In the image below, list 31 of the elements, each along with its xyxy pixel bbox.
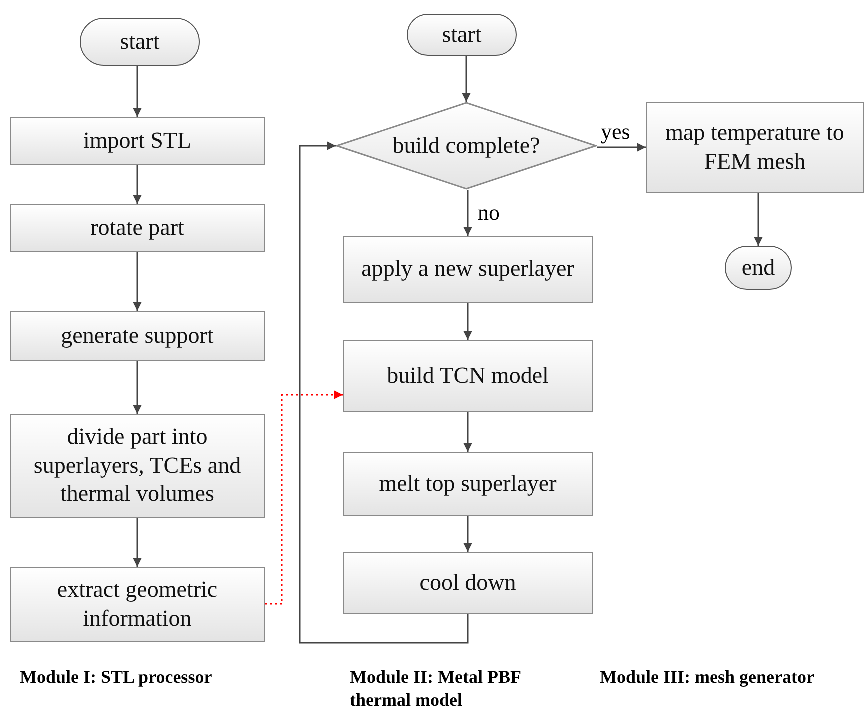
terminator-pill: start <box>407 14 517 56</box>
process-box: melt top superlayer <box>343 452 593 516</box>
arrow <box>462 56 471 102</box>
module-caption: Module II: Metal PBF thermal model <box>350 666 522 712</box>
process-box: extract geometric information <box>10 567 265 642</box>
arrow <box>464 190 472 236</box>
process-box: rotate part <box>10 204 265 252</box>
process-box: cool down <box>343 552 593 614</box>
process-box: generate support <box>10 311 265 361</box>
arrow <box>754 193 763 246</box>
arrow <box>133 66 142 117</box>
arrow <box>464 303 472 340</box>
process-box: import STL <box>10 117 265 165</box>
terminator-pill: start <box>80 18 200 66</box>
arrow <box>133 518 142 567</box>
module-caption: Module I: STL processor <box>20 666 214 689</box>
process-box: apply a new superlayer <box>343 236 593 303</box>
module-caption: Module III: mesh generator <box>600 666 816 689</box>
decision-diamond: build complete? <box>336 102 597 190</box>
process-box: divide part into superlayers, TCEs and thermal volumes <box>10 414 265 518</box>
process-box: map temperature to FEM mesh <box>646 102 864 193</box>
terminator-pill: end <box>725 246 792 290</box>
arrow <box>133 165 142 204</box>
arrow <box>265 390 343 605</box>
arrow <box>299 142 469 644</box>
process-box: build TCN model <box>343 340 593 412</box>
arrow <box>133 252 142 311</box>
arrow <box>464 412 472 452</box>
arrow <box>464 516 472 552</box>
arrow <box>597 143 646 152</box>
arrow <box>133 361 142 414</box>
